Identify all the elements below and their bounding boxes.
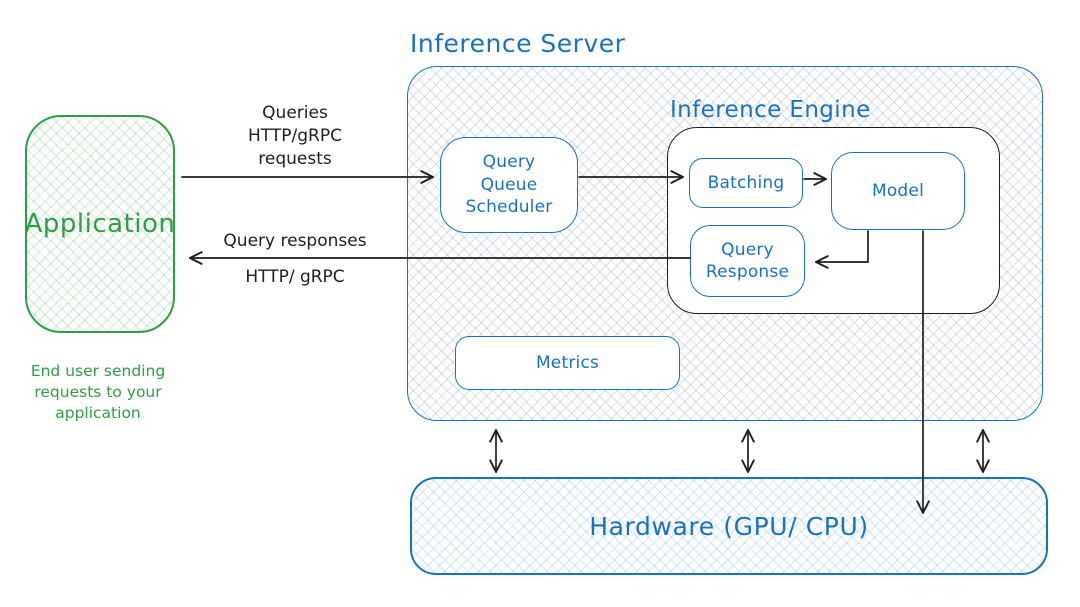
batching-label: Batching: [707, 172, 785, 193]
application-caption: End user sending requests to your applic…: [30, 362, 166, 422]
query-response-box: Query Response: [690, 225, 805, 297]
response-arrow-label-top: Query responses: [223, 231, 367, 251]
metrics-label: Metrics: [535, 352, 600, 373]
inference-server-title: Inference Server: [410, 29, 626, 58]
inference-engine-title: Inference Engine: [670, 97, 871, 123]
query-queue-scheduler-label: Query Queue Scheduler: [465, 152, 553, 218]
response-arrow-label-bottom: HTTP/ gRPC: [245, 267, 345, 287]
query-queue-scheduler-box: Query Queue Scheduler: [440, 137, 578, 233]
request-arrow-label: Queries HTTP/gRPC requests: [248, 103, 342, 169]
application-label: Application: [24, 208, 176, 239]
hardware-label: Hardware (GPU/ CPU): [589, 511, 869, 541]
application-box: Application: [25, 115, 175, 333]
model-box: Model: [831, 152, 965, 230]
query-response-label: Query Response: [705, 239, 790, 282]
batching-box: Batching: [689, 158, 803, 208]
model-label: Model: [871, 180, 925, 201]
hardware-box: Hardware (GPU/ CPU): [410, 477, 1048, 575]
metrics-box: Metrics: [455, 336, 680, 390]
